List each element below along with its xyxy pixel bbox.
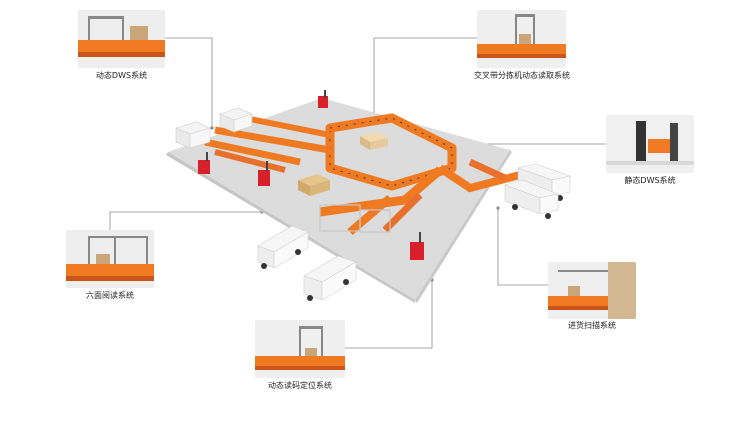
caption-static-dws: 静态DWS系统 xyxy=(624,176,676,185)
parcel-box xyxy=(370,138,388,150)
forklift xyxy=(258,161,270,186)
callout-line-dynamic-dws xyxy=(165,37,213,128)
parcel-box xyxy=(360,136,370,150)
warehouse-floor-edge xyxy=(415,150,512,303)
thumbnail-six-side xyxy=(66,230,154,288)
truck xyxy=(219,107,253,133)
callout-line-code-positioning xyxy=(345,280,433,349)
truck xyxy=(175,121,211,149)
feeder-conveyor xyxy=(244,115,331,138)
forklift xyxy=(410,232,424,260)
caption-code-positioning: 动态读码定位系统 xyxy=(268,381,332,390)
feeder-conveyor xyxy=(214,149,286,173)
loop-conveyor xyxy=(325,113,457,191)
conveyor-gantry xyxy=(359,209,391,233)
truck xyxy=(504,179,560,219)
pallet-stack xyxy=(298,180,310,196)
callout-line-inbound xyxy=(497,208,548,286)
feeder-conveyor xyxy=(214,126,331,154)
caption-cross-belt: 交叉带分拣机动态读取系统 xyxy=(474,71,570,80)
lower-conveyor xyxy=(382,192,423,233)
lower-conveyor xyxy=(319,166,443,217)
pallet-stack xyxy=(310,180,330,196)
inbound-scanner-icon xyxy=(548,262,636,319)
thumbnail-cross-belt xyxy=(477,10,566,68)
forklift xyxy=(318,90,328,108)
callout-dot-inbound xyxy=(496,206,500,210)
lower-conveyor xyxy=(347,194,393,236)
right-conveyor xyxy=(468,158,507,182)
six-side-reader-icon xyxy=(66,230,154,288)
thumbnail-inbound-scanning xyxy=(548,262,636,319)
parcel-box xyxy=(360,132,388,142)
thumbnail-dynamic-dws xyxy=(78,10,165,68)
cross-belt-icon xyxy=(477,10,566,68)
thumbnail-code-positioning xyxy=(255,320,345,378)
forklift xyxy=(198,152,210,174)
thumbnail-static-dws xyxy=(606,115,694,173)
callout-dot-dynamic-dws xyxy=(210,126,214,130)
truck xyxy=(257,225,309,269)
feeder-conveyor xyxy=(204,138,301,166)
truck xyxy=(303,255,357,301)
code-positioning-icon xyxy=(255,320,345,378)
warehouse-floor xyxy=(168,98,510,300)
caption-inbound-scanning: 进货扫描系统 xyxy=(568,321,616,330)
caption-six-side: 六面阅读系统 xyxy=(86,291,134,300)
dws-scanner-icon xyxy=(78,10,165,68)
pallet-stack xyxy=(298,174,330,186)
static-dws-icon xyxy=(606,115,694,173)
caption-dynamic-dws: 动态DWS系统 xyxy=(95,71,148,80)
